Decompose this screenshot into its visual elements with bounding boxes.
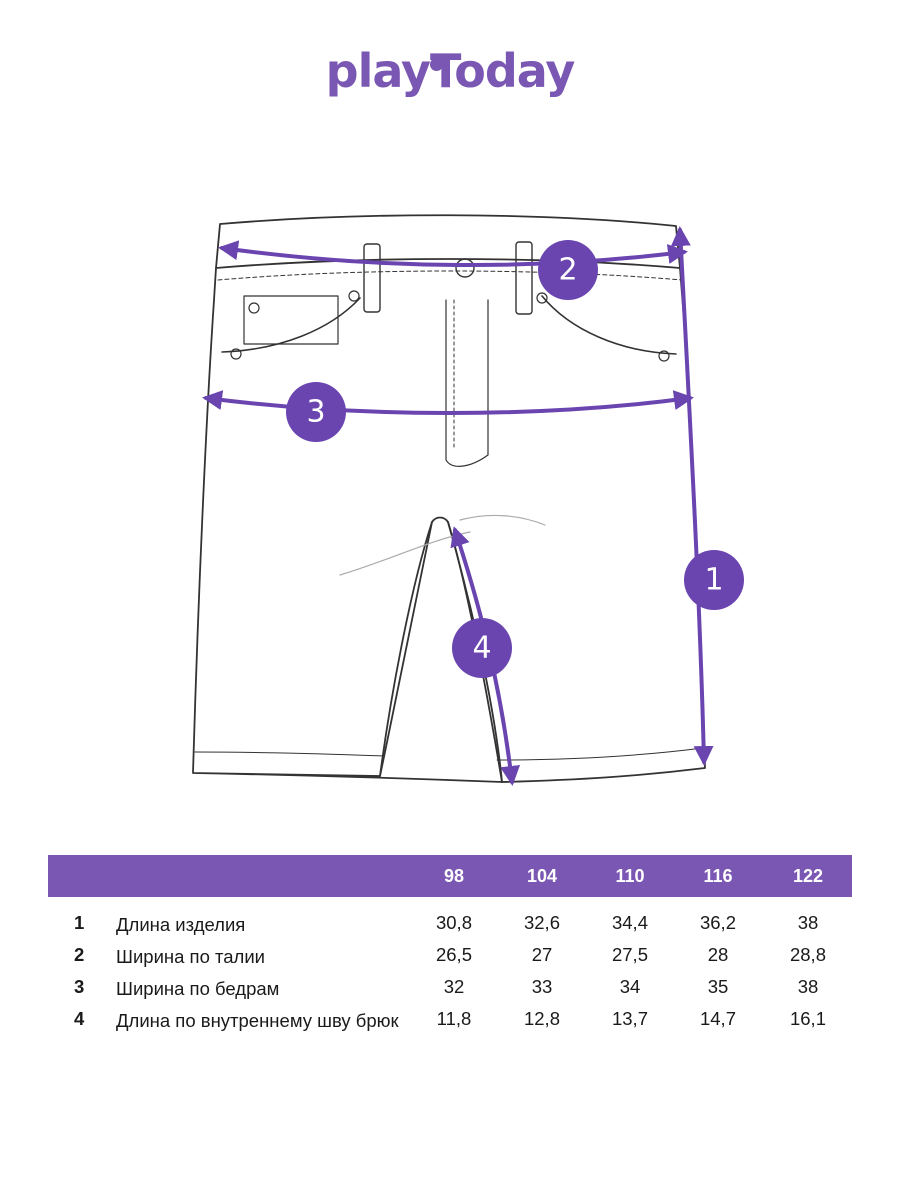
- table-cell: 32,6: [523, 912, 560, 933]
- table-cell: 28,8: [789, 944, 826, 965]
- size-table: 98 104 110 116 122 1 Длина изделия 30,8 …: [48, 855, 852, 1063]
- table-cell: 38: [797, 912, 819, 933]
- row-label: Длина изделия: [116, 914, 246, 935]
- shorts-measurement-diagram: 2 3 1 4: [192, 214, 744, 786]
- logo-dot: [430, 58, 443, 71]
- marker-3-label: 3: [306, 395, 325, 430]
- marker-4: 4: [452, 618, 512, 678]
- table-cell: 14,7: [699, 1008, 736, 1029]
- table-cell: 27,5: [611, 944, 648, 965]
- measure-line-1: [670, 226, 714, 766]
- marker-2: 2: [538, 240, 598, 300]
- table-cell: 28: [707, 944, 729, 965]
- marker-3: 3: [286, 382, 346, 442]
- size-header-122: 122: [792, 866, 824, 886]
- table-cell: 26,5: [435, 944, 472, 965]
- table-cell: 12,8: [523, 1008, 560, 1029]
- row-label: Ширина по бедрам: [116, 978, 280, 999]
- shorts-drawing: [192, 214, 706, 783]
- brand-name: playToday: [325, 44, 576, 98]
- table-cell: 13,7: [611, 1008, 648, 1029]
- row-label: Длина по внутреннему шву брюк: [116, 1010, 399, 1031]
- marker-4-label: 4: [472, 631, 491, 666]
- marker-1: 1: [684, 550, 744, 610]
- table-cell: 30,8: [435, 912, 472, 933]
- row-number: 2: [74, 944, 85, 965]
- row-label: Ширина по талии: [116, 946, 266, 967]
- table-cell: 36,2: [699, 912, 736, 933]
- brand-logo: playToday: [0, 48, 900, 94]
- table-cell: 34: [619, 976, 641, 997]
- row-number: 3: [74, 976, 85, 997]
- measure-line-3: [202, 390, 694, 415]
- table-row: 3 Ширина по бедрам 32 33 34 35 38: [48, 971, 852, 1003]
- measurement-lines: [202, 226, 714, 786]
- size-header-104: 104: [526, 866, 558, 886]
- table-cell: 16,1: [789, 1008, 826, 1029]
- table-row: 1 Длина изделия 30,8 32,6 34,4 36,2 38: [48, 907, 852, 939]
- row-number: 1: [74, 912, 85, 933]
- size-header-110: 110: [615, 866, 645, 886]
- table-row: 4 Длина по внутреннему шву брюк 11,8 12,…: [48, 1003, 852, 1063]
- table-cell: 35: [707, 976, 729, 997]
- size-header-98: 98: [443, 866, 465, 886]
- marker-1-label: 1: [704, 563, 723, 598]
- shorts-body: [192, 267, 503, 783]
- table-cell: 38: [797, 976, 819, 997]
- measure-line-2: [218, 240, 688, 268]
- table-cell: 27: [531, 944, 553, 965]
- row-number: 4: [74, 1008, 85, 1029]
- table-row: 2 Ширина по талии 26,5 27 27,5 28 28,8: [48, 939, 852, 971]
- table-cell: 32: [443, 976, 465, 997]
- size-table-header: 98 104 110 116 122: [48, 855, 852, 897]
- table-cell: 34,4: [611, 912, 648, 933]
- size-header-116: 116: [703, 866, 733, 886]
- table-cell: 11,8: [436, 1008, 472, 1029]
- marker-2-label: 2: [558, 253, 577, 288]
- table-cell: 33: [531, 976, 553, 997]
